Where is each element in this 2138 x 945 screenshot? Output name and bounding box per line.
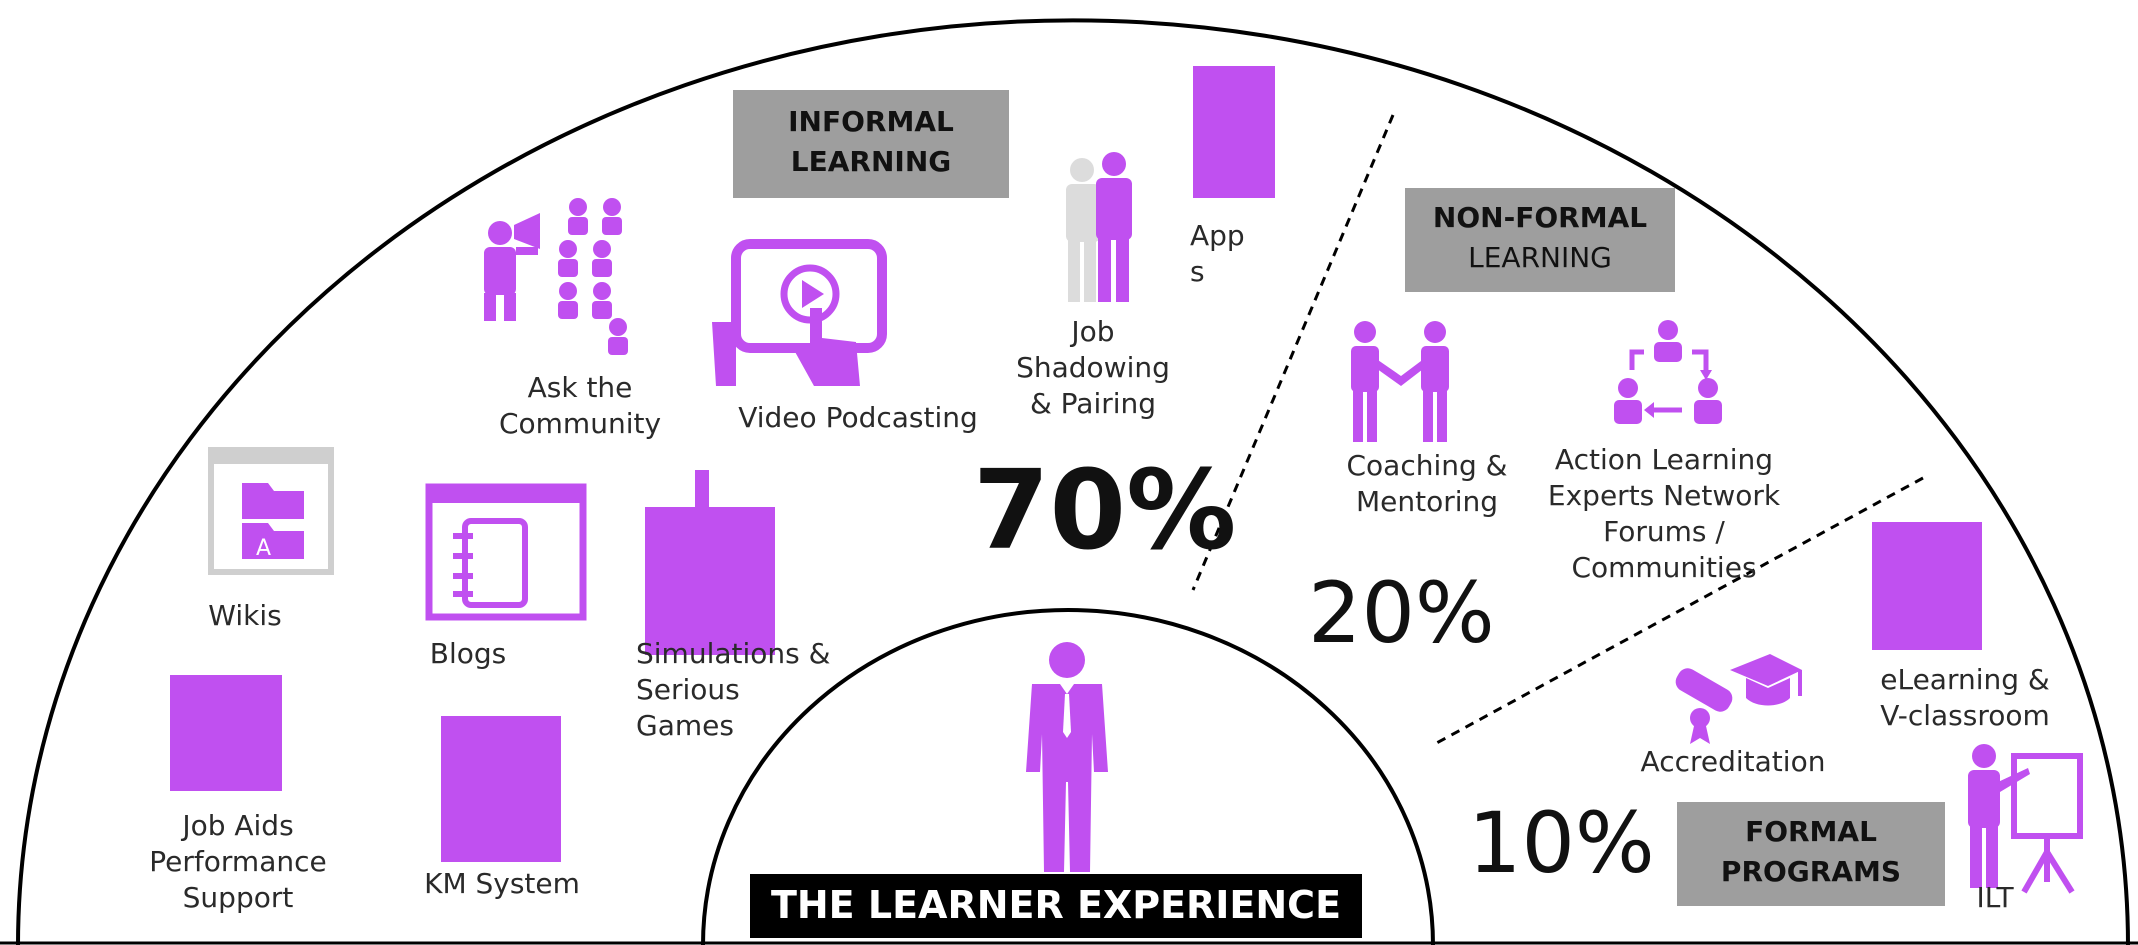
divider-20-10 bbox=[1432, 476, 1924, 747]
graduation-diploma-icon bbox=[1675, 654, 1802, 744]
megaphone-community-icon bbox=[484, 198, 628, 355]
elearning-image bbox=[1872, 522, 1982, 650]
formal-line2: PROGRAMS bbox=[1720, 855, 1902, 888]
learner-experience-banner: THE LEARNER EXPERIENCE bbox=[750, 874, 1362, 938]
wiki-folder-icon: A bbox=[208, 447, 334, 575]
job-aids-image bbox=[170, 675, 282, 791]
label-wikis: Wikis bbox=[208, 599, 282, 632]
presenter-board-icon bbox=[1968, 744, 2083, 894]
nonformal-line2: LEARNING bbox=[1468, 241, 1612, 274]
label-ilt: ILT bbox=[1976, 881, 2014, 914]
tablet-video-icon bbox=[712, 239, 887, 386]
blog-notebook-icon bbox=[425, 483, 587, 621]
label-job-shadowing: Job Shadowing & Pairing bbox=[1016, 315, 1170, 420]
percent-70: 70% bbox=[973, 446, 1237, 574]
handshake-icon bbox=[1351, 321, 1449, 442]
learner-person-icon bbox=[1026, 642, 1108, 872]
km-system-image bbox=[441, 716, 561, 862]
label-coaching: Coaching & Mentoring bbox=[1346, 449, 1508, 518]
label-elearning: eLearning & V-classroom bbox=[1880, 663, 2050, 732]
outer-arc bbox=[16, 18, 2130, 945]
informal-line2: LEARNING bbox=[790, 145, 952, 178]
simulations-image-tab bbox=[695, 470, 709, 510]
action-learning-cycle-icon bbox=[1614, 320, 1722, 424]
label-accreditation: Accreditation bbox=[1640, 745, 1826, 778]
informal-learning-box: INFORMAL LEARNING bbox=[733, 90, 1009, 198]
percent-10: 10% bbox=[1468, 794, 1655, 892]
apps-image bbox=[1193, 66, 1275, 198]
label-job-aids: Job Aids Performance Support bbox=[149, 809, 327, 914]
label-apps: App s bbox=[1190, 219, 1245, 288]
svg-text:A: A bbox=[256, 536, 271, 561]
pairing-people-icon bbox=[1066, 152, 1132, 302]
label-video-podcasting: Video Podcasting bbox=[738, 401, 978, 434]
inner-arc bbox=[701, 608, 1435, 945]
percent-20: 20% bbox=[1308, 564, 1495, 662]
label-ask-community: Ask the Community bbox=[498, 371, 662, 440]
label-simulations: Simulations & Serious Games bbox=[636, 637, 831, 742]
label-blogs: Blogs bbox=[429, 637, 507, 670]
informal-line1: INFORMAL bbox=[788, 105, 954, 138]
formal-programs-box: FORMAL PROGRAMS bbox=[1677, 802, 1945, 906]
nonformal-line1: NON-FORMAL bbox=[1432, 201, 1648, 234]
divider-70-20 bbox=[1191, 114, 1395, 591]
label-action-learning: Action Learning Experts Network Forums /… bbox=[1547, 443, 1781, 584]
formal-line1: FORMAL bbox=[1745, 815, 1877, 848]
label-km-system: KM System bbox=[424, 867, 580, 900]
nonformal-learning-box: NON-FORMAL LEARNING bbox=[1405, 188, 1675, 292]
simulations-image bbox=[645, 507, 775, 655]
